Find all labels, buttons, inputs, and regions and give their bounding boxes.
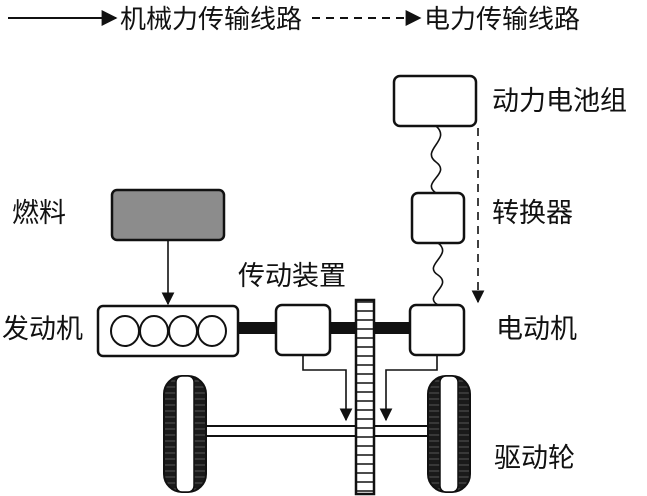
battery-label: 动力电池组 [492, 86, 627, 117]
motor-box [408, 303, 466, 357]
legend-mechanical-label: 机械力传输线路 [120, 5, 302, 35]
fuel-box [110, 188, 226, 242]
converter-motor-wire [432, 242, 444, 306]
transmission-to-axle-arrow [302, 355, 353, 422]
legend-electrical-label: 电力传输线路 [424, 5, 580, 35]
transmission-box [274, 303, 332, 357]
gear-teeth [356, 301, 374, 492]
motor-to-axle-arrow [379, 355, 438, 422]
shaft-engine-transmission [238, 322, 278, 334]
legend: 机械力传输线路 电力传输线路 [8, 5, 580, 35]
battery-box [392, 74, 478, 128]
cylinder-icon [197, 315, 227, 347]
engine-label: 发动机 [2, 314, 83, 345]
fuel-label: 燃料 [12, 198, 66, 229]
right-wheel [427, 375, 471, 493]
battery-converter-wire [430, 125, 442, 194]
shaft-transmission-gear [330, 322, 356, 334]
left-wheel [163, 375, 207, 493]
transmission-label: 传动装置 [238, 261, 346, 292]
wheels-label: 驱动轮 [494, 443, 575, 474]
converter-label: 转换器 [492, 198, 573, 229]
shaft-gear-motor [374, 322, 412, 334]
converter-box [410, 191, 466, 245]
motor-label: 电动机 [496, 314, 577, 345]
engine-cylinders [110, 315, 227, 347]
gear-rack [354, 298, 376, 496]
drive-axle [193, 425, 439, 437]
